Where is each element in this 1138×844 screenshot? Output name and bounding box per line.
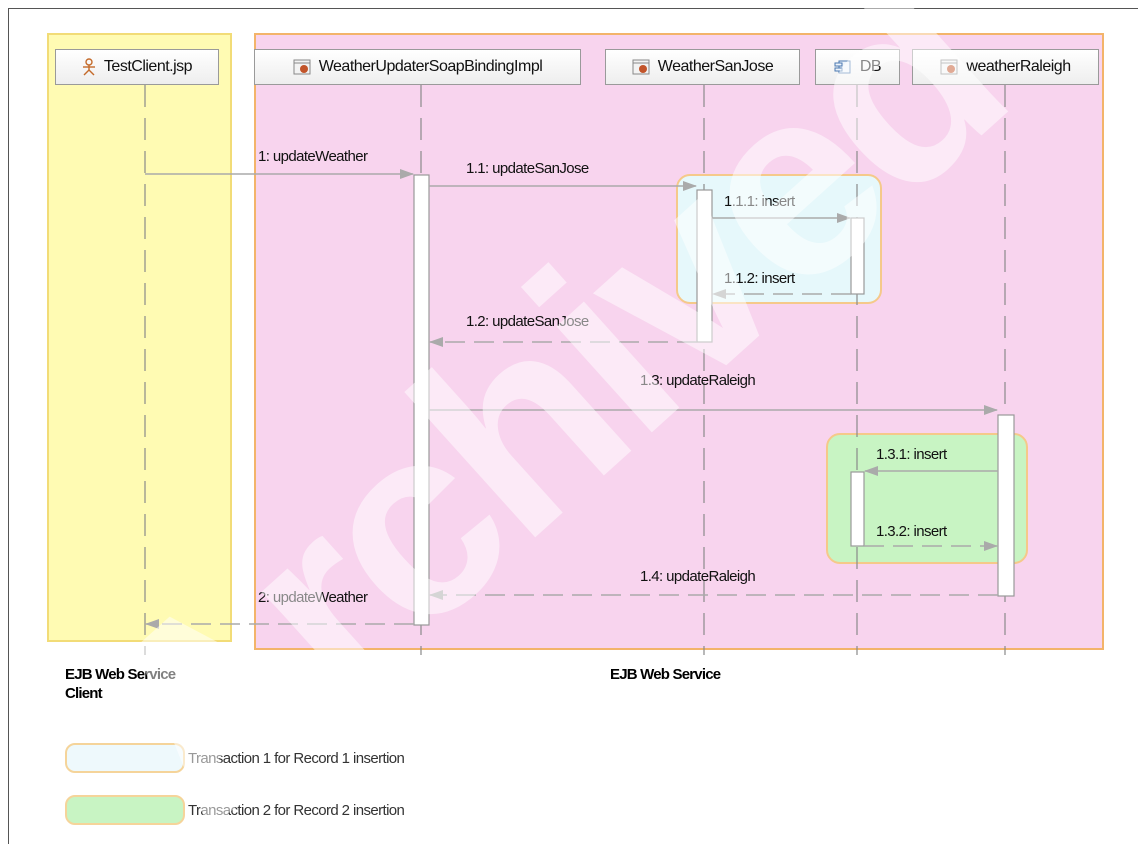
activation-raleigh: [997, 414, 1015, 597]
service-region-caption: EJB Web Service: [610, 666, 721, 683]
activation-db-1: [850, 217, 865, 295]
client-region: [47, 33, 232, 642]
bean-icon: [632, 59, 650, 75]
message-1-2-label: 1.2: updateSanJose: [466, 313, 589, 330]
activation-soap-binding: [413, 174, 430, 626]
message-1-3-1-label: 1.3.1: insert: [876, 446, 947, 463]
message-1-3-2-label: 1.3.2: insert: [876, 523, 947, 540]
bean-icon: [293, 59, 311, 75]
bean-icon: [940, 59, 958, 75]
lifeline-raleigh-label: weatherRaleigh: [966, 58, 1071, 75]
lifeline-san-jose-label: WeatherSanJose: [657, 58, 774, 75]
legend-transaction-1-label: Transaction 1 for Record 1 insertion: [188, 750, 405, 767]
message-1-1-2-label: 1.1.2: insert: [724, 270, 795, 287]
frame-top-border: [8, 8, 1138, 9]
lifeline-raleigh[interactable]: weatherRaleigh: [912, 49, 1099, 85]
legend-transaction-2-label: Transaction 2 for Record 2 insertion: [188, 802, 405, 819]
lifeline-db[interactable]: DB: [815, 49, 900, 85]
client-region-caption: EJB Web Service Client: [65, 666, 176, 702]
message-1-3-label: 1.3: updateRaleigh: [640, 372, 756, 389]
message-1-1-label: 1.1: updateSanJose: [466, 160, 589, 177]
message-1-label: 1: updateWeather: [258, 148, 368, 165]
activation-db-2: [850, 471, 865, 547]
lifeline-db-label: DB: [859, 58, 882, 75]
legend-transaction-2-swatch: [65, 795, 185, 825]
component-icon: [834, 60, 851, 74]
lifeline-soap-binding[interactable]: WeatherUpdaterSoapBindingImpl: [254, 49, 581, 85]
lifeline-san-jose[interactable]: WeatherSanJose: [605, 49, 800, 85]
actor-icon: [82, 58, 95, 76]
lifeline-test-client-label: TestClient.jsp: [103, 58, 193, 75]
lifeline-test-client[interactable]: TestClient.jsp: [55, 49, 219, 85]
lifeline-soap-binding-label: WeatherUpdaterSoapBindingImpl: [318, 58, 543, 75]
message-2-label: 2: updateWeather: [258, 589, 368, 606]
message-1-1-1-label: 1.1.1: insert: [724, 193, 795, 210]
legend-transaction-1-swatch: [65, 743, 185, 773]
frame-left-border: [8, 8, 9, 844]
message-1-4-label: 1.4: updateRaleigh: [640, 568, 756, 585]
activation-san-jose: [696, 189, 713, 343]
